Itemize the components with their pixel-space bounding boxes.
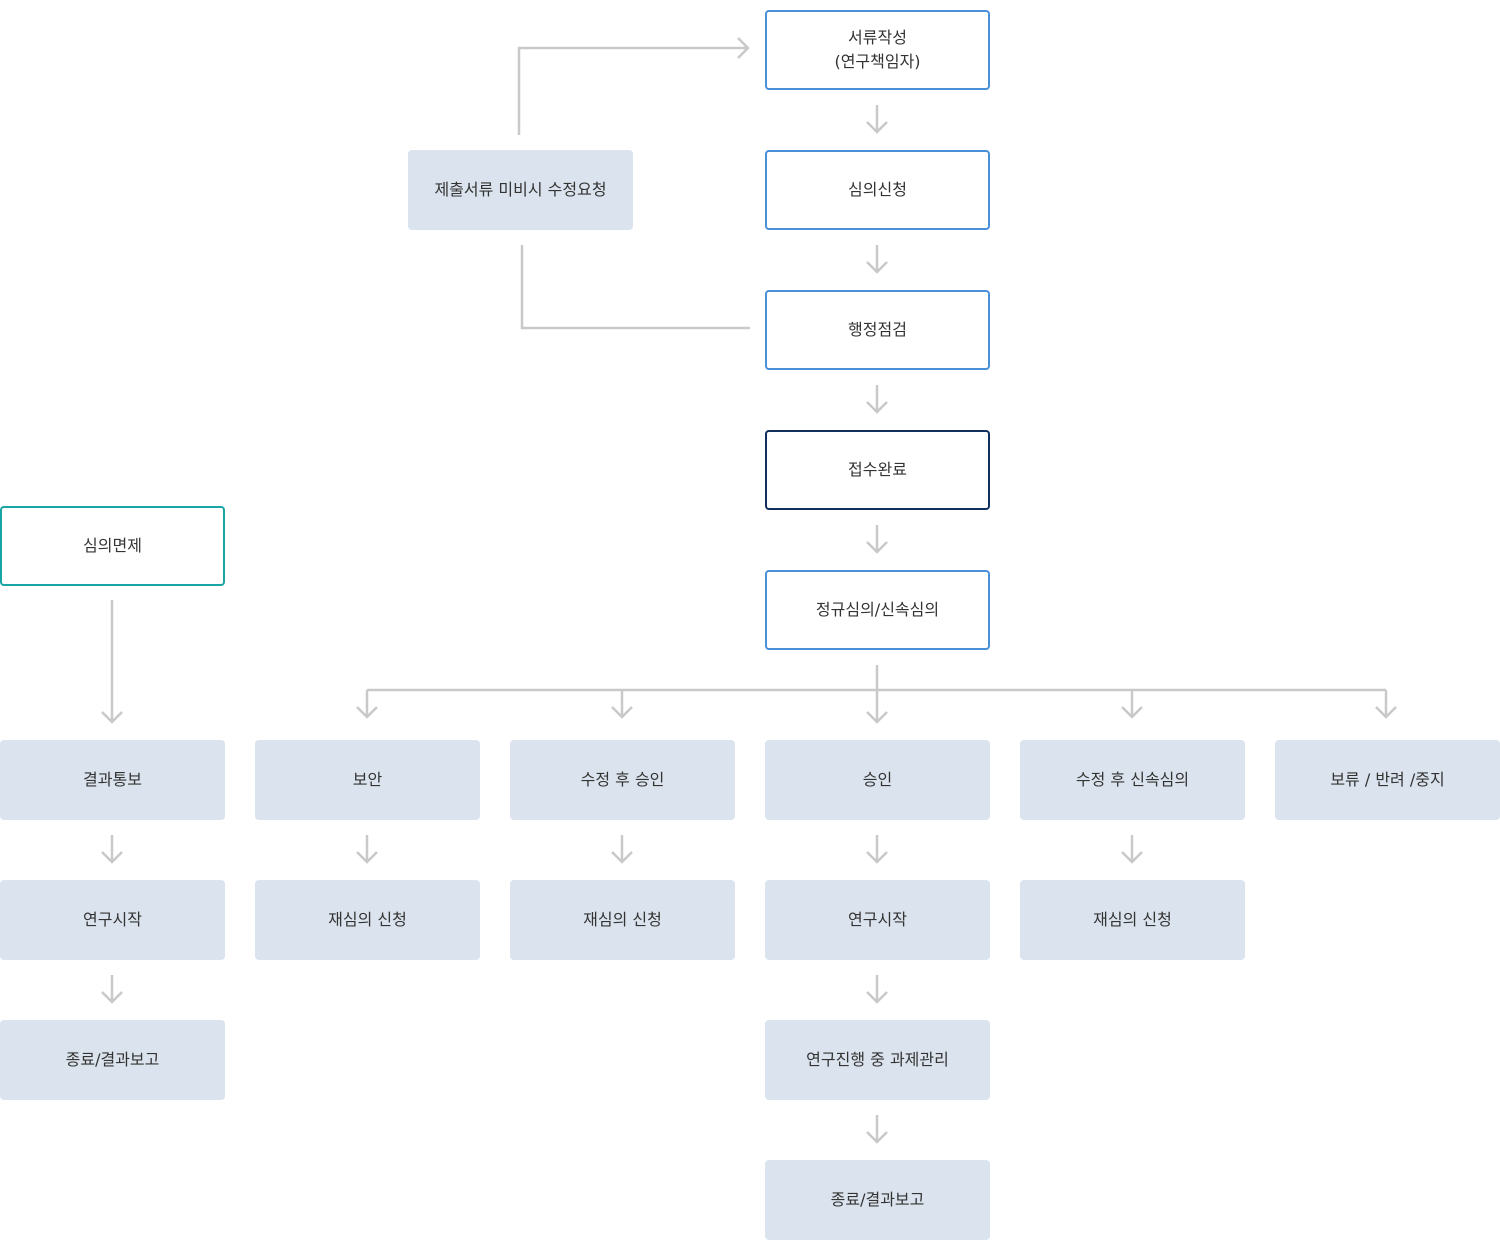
supplement-box: 보안: [255, 740, 480, 820]
end-report-label: 종료/결과보고: [830, 1190, 925, 1209]
exempt-box: 심의면제: [0, 506, 225, 586]
arrow-receipt-to-review: [866, 525, 888, 554]
project-management-label: 연구진행 중 과제관리: [806, 1050, 949, 1069]
end-report-box: 종료/결과보고: [765, 1160, 990, 1240]
hold-return-stop-box: 보류 / 반려 /중지: [1275, 740, 1500, 820]
reapply-1-label: 재심의 신청: [328, 910, 407, 929]
arrow-exempt-to-notice: [101, 600, 123, 724]
research-start-left-box: 연구시작: [0, 880, 225, 960]
end-report-left-label: 종료/결과보고: [65, 1050, 160, 1069]
reapply-3-box: 재심의 신청: [1020, 880, 1245, 960]
arrow-approval-to-start: [866, 835, 888, 864]
arrow-start-to-management: [866, 975, 888, 1004]
arrow-to-supplement: [356, 690, 378, 719]
reapply-3-label: 재심의 신청: [1093, 910, 1172, 929]
arrow-approve-revision-to-reapply: [611, 835, 633, 864]
arrow-apply-to-check: [866, 245, 888, 274]
reapply-2-box: 재심의 신청: [510, 880, 735, 960]
result-notice-label: 결과통보: [83, 770, 142, 789]
revision-request-label: 제출서류 미비시 수정요청: [434, 180, 607, 199]
arrow-to-hold: [1375, 690, 1397, 719]
receipt-complete-label: 접수완료: [848, 460, 907, 479]
arrow-expedited-to-reapply: [1121, 835, 1143, 864]
supplement-label: 보안: [352, 770, 383, 789]
arrow-to-approve-after-revision: [611, 690, 633, 719]
approve-after-revision-box: 수정 후 승인: [510, 740, 735, 820]
regular-review-box: 정규심의/신속심의: [765, 570, 990, 650]
research-start-left-label: 연구시작: [83, 910, 142, 929]
arrow-prep-to-apply: [866, 105, 888, 134]
arrow-supplement-to-reapply: [356, 835, 378, 864]
branch-line: [367, 665, 1386, 692]
reapply-2-label: 재심의 신청: [583, 910, 662, 929]
line-check-to-revision: [520, 245, 750, 330]
end-report-left-box: 종료/결과보고: [0, 1020, 225, 1100]
approval-box: 승인: [765, 740, 990, 820]
project-management-box: 연구진행 중 과제관리: [765, 1020, 990, 1100]
document-prep-label: 서류작성 (연구책임자): [834, 28, 921, 71]
arrow-management-to-end: [866, 1115, 888, 1144]
hold-return-stop-label: 보류 / 반려 /중지: [1330, 770, 1445, 789]
exempt-label: 심의면제: [83, 536, 142, 555]
arrow-check-to-receipt: [866, 385, 888, 414]
admin-check-box: 행정점검: [765, 290, 990, 370]
arrow-to-expedited-after-revision: [1121, 690, 1143, 719]
review-apply-box: 심의신청: [765, 150, 990, 230]
research-start-label: 연구시작: [848, 910, 907, 929]
arrow-revision-to-prep: [517, 37, 750, 135]
regular-review-label: 정규심의/신속심의: [815, 600, 940, 619]
document-prep-box: 서류작성 (연구책임자): [765, 10, 990, 90]
research-start-box: 연구시작: [765, 880, 990, 960]
revision-request-box: 제출서류 미비시 수정요청: [408, 150, 633, 230]
admin-check-label: 행정점검: [848, 320, 907, 339]
expedited-after-revision-box: 수정 후 신속심의: [1020, 740, 1245, 820]
arrow-notice-to-start: [101, 835, 123, 864]
result-notice-box: 결과통보: [0, 740, 225, 820]
receipt-complete-box: 접수완료: [765, 430, 990, 510]
approval-label: 승인: [862, 770, 893, 789]
arrow-start-to-end-left: [101, 975, 123, 1004]
reapply-1-box: 재심의 신청: [255, 880, 480, 960]
arrow-to-approval: [866, 690, 888, 724]
review-apply-label: 심의신청: [848, 180, 907, 199]
expedited-after-revision-label: 수정 후 신속심의: [1075, 770, 1190, 789]
approve-after-revision-label: 수정 후 승인: [580, 770, 665, 789]
